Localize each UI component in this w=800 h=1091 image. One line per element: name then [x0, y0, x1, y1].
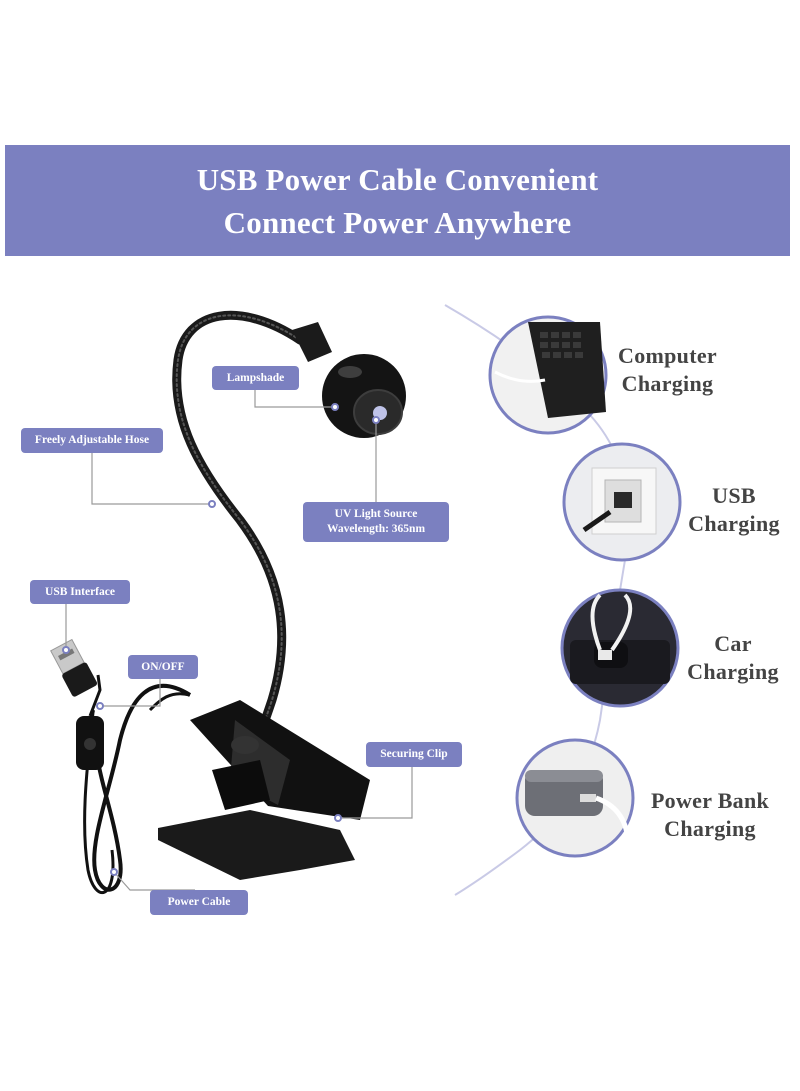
banner-title-line-2: Connect Power Anywhere — [223, 204, 572, 240]
car-charging-line-2: Charging — [687, 659, 779, 684]
usb-charging-line-1: USB — [712, 483, 756, 508]
usb-interface-label: USB Interface — [30, 580, 130, 604]
power-cable — [90, 683, 192, 892]
power-bank-charging-text: Power Bank Charging — [640, 787, 780, 843]
power-bank-charging-line-1: Power Bank — [650, 788, 770, 813]
banner-title-line-1: USB Power Cable Convenient — [196, 161, 599, 197]
car-charging-line-1: Car — [714, 631, 752, 656]
car-charging-photo — [560, 588, 680, 708]
securing-clip — [158, 700, 370, 880]
computer-charging-text: Computer Charging — [600, 342, 735, 398]
power-bank-charging-photo — [515, 738, 635, 858]
inline-switch — [76, 716, 104, 770]
lampshade-label: Lampshade — [212, 366, 299, 390]
usb-charging-photo — [562, 442, 682, 562]
uv-light-source-title: UV Light Source — [334, 508, 418, 520]
usb-charging-text: USB Charging — [680, 482, 788, 538]
computer-charging-photo — [488, 315, 608, 435]
on-off-label: ON/OFF — [128, 655, 198, 679]
uv-wavelength-text: Wavelength: 365nm — [326, 523, 426, 535]
usb-charging-line-2: Charging — [688, 511, 780, 536]
uv-light-source-label: UV Light Source Wavelength: 365nm — [303, 502, 449, 542]
callout-leaders — [65, 385, 413, 891]
lamp-head — [292, 322, 406, 438]
usb-plug — [50, 638, 98, 697]
computer-charging-line-1: Computer — [618, 343, 717, 368]
securing-clip-label: Securing Clip — [366, 742, 462, 767]
car-charging-text: Car Charging — [678, 630, 788, 686]
title-banner: USB Power Cable Convenient Connect Power… — [5, 145, 790, 256]
adjustable-hose-label: Freely Adjustable Hose — [21, 428, 163, 453]
callout-dots — [62, 403, 380, 876]
computer-charging-line-2: Charging — [621, 371, 714, 396]
power-cable-label: Power Cable — [150, 890, 248, 915]
power-bank-charging-line-2: Charging — [664, 816, 756, 841]
